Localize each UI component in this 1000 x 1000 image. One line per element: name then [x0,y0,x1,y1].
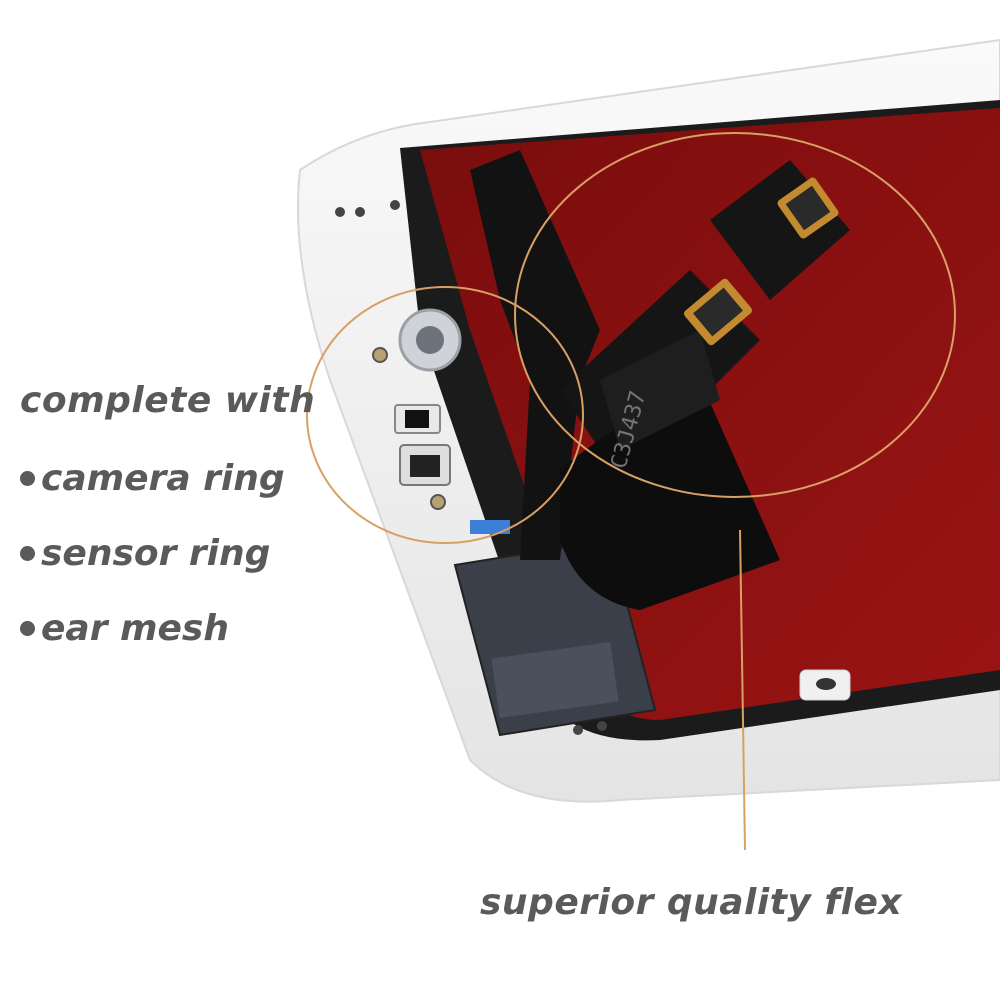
feature-sensor-ring: sensor ring [20,533,270,574]
feature-label: ear mesh [41,608,229,649]
flex-connector-mid [684,278,752,346]
feature-camera-ring: camera ring [20,458,285,499]
bullet-dot-icon [20,621,35,636]
flex-ribbon-body [560,380,780,610]
bullet-dot-icon [20,546,35,561]
callout-circle-flex [514,132,956,498]
flex-connector-top [777,177,839,239]
callout-circle-camera [306,286,584,544]
callout-line-flex [739,529,746,851]
camera-sensor-area [372,308,510,534]
bullet-dot-icon [20,471,35,486]
feature-label: camera ring [41,458,285,499]
heading-complete-with: complete with [20,380,316,421]
feature-ear-mesh: ear mesh [20,608,229,649]
feature-label: sensor ring [41,533,271,574]
callout-superior-quality-flex: superior quality flex [480,882,903,923]
flex-ribbon-main [470,150,600,560]
